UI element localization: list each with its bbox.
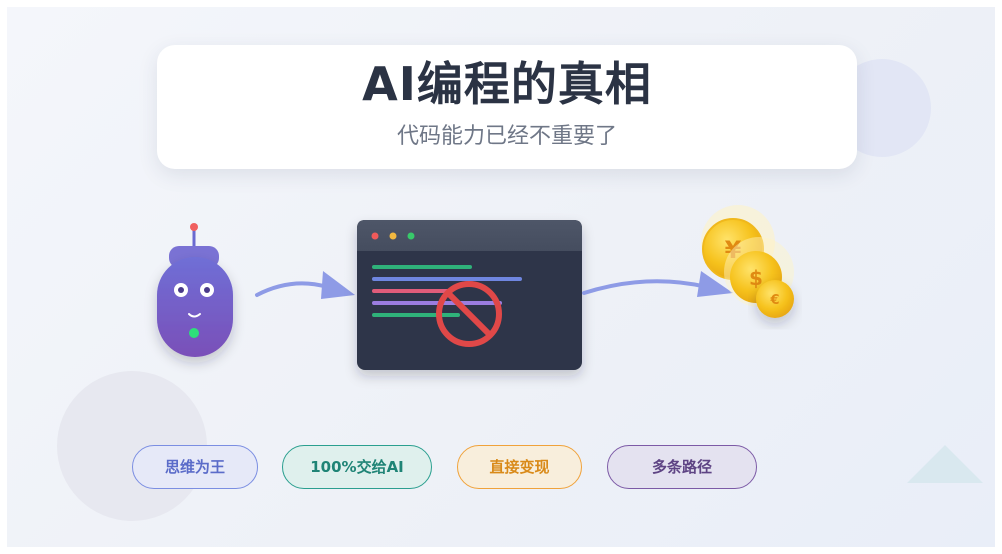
dollar-symbol: $	[749, 266, 763, 290]
coins-icon: ¥ $ €	[701, 205, 794, 318]
arrow-icon	[255, 271, 355, 299]
title-card: AI编程的真相 代码能力已经不重要了	[157, 45, 857, 169]
yuan-symbol: ¥	[725, 236, 742, 264]
illustration: ¥ $ €	[157, 205, 794, 370]
slide-canvas: AI编程的真相 代码能力已经不重要了	[7, 7, 995, 547]
robot-icon	[157, 223, 233, 357]
tag-pill: 思维为王	[132, 445, 258, 489]
no-entry-icon	[436, 281, 502, 347]
arrow-icon	[582, 271, 733, 297]
tag-pill: 直接变现	[457, 445, 582, 489]
euro-symbol: €	[769, 293, 779, 308]
code-editor-icon	[357, 220, 582, 370]
decorative-triangle	[907, 445, 983, 483]
page-title: AI编程的真相	[362, 57, 652, 111]
tag-pill: 多条路径	[607, 445, 757, 489]
page-subtitle: 代码能力已经不重要了	[396, 124, 617, 149]
tag-pill: 100%交给AI	[282, 445, 432, 489]
